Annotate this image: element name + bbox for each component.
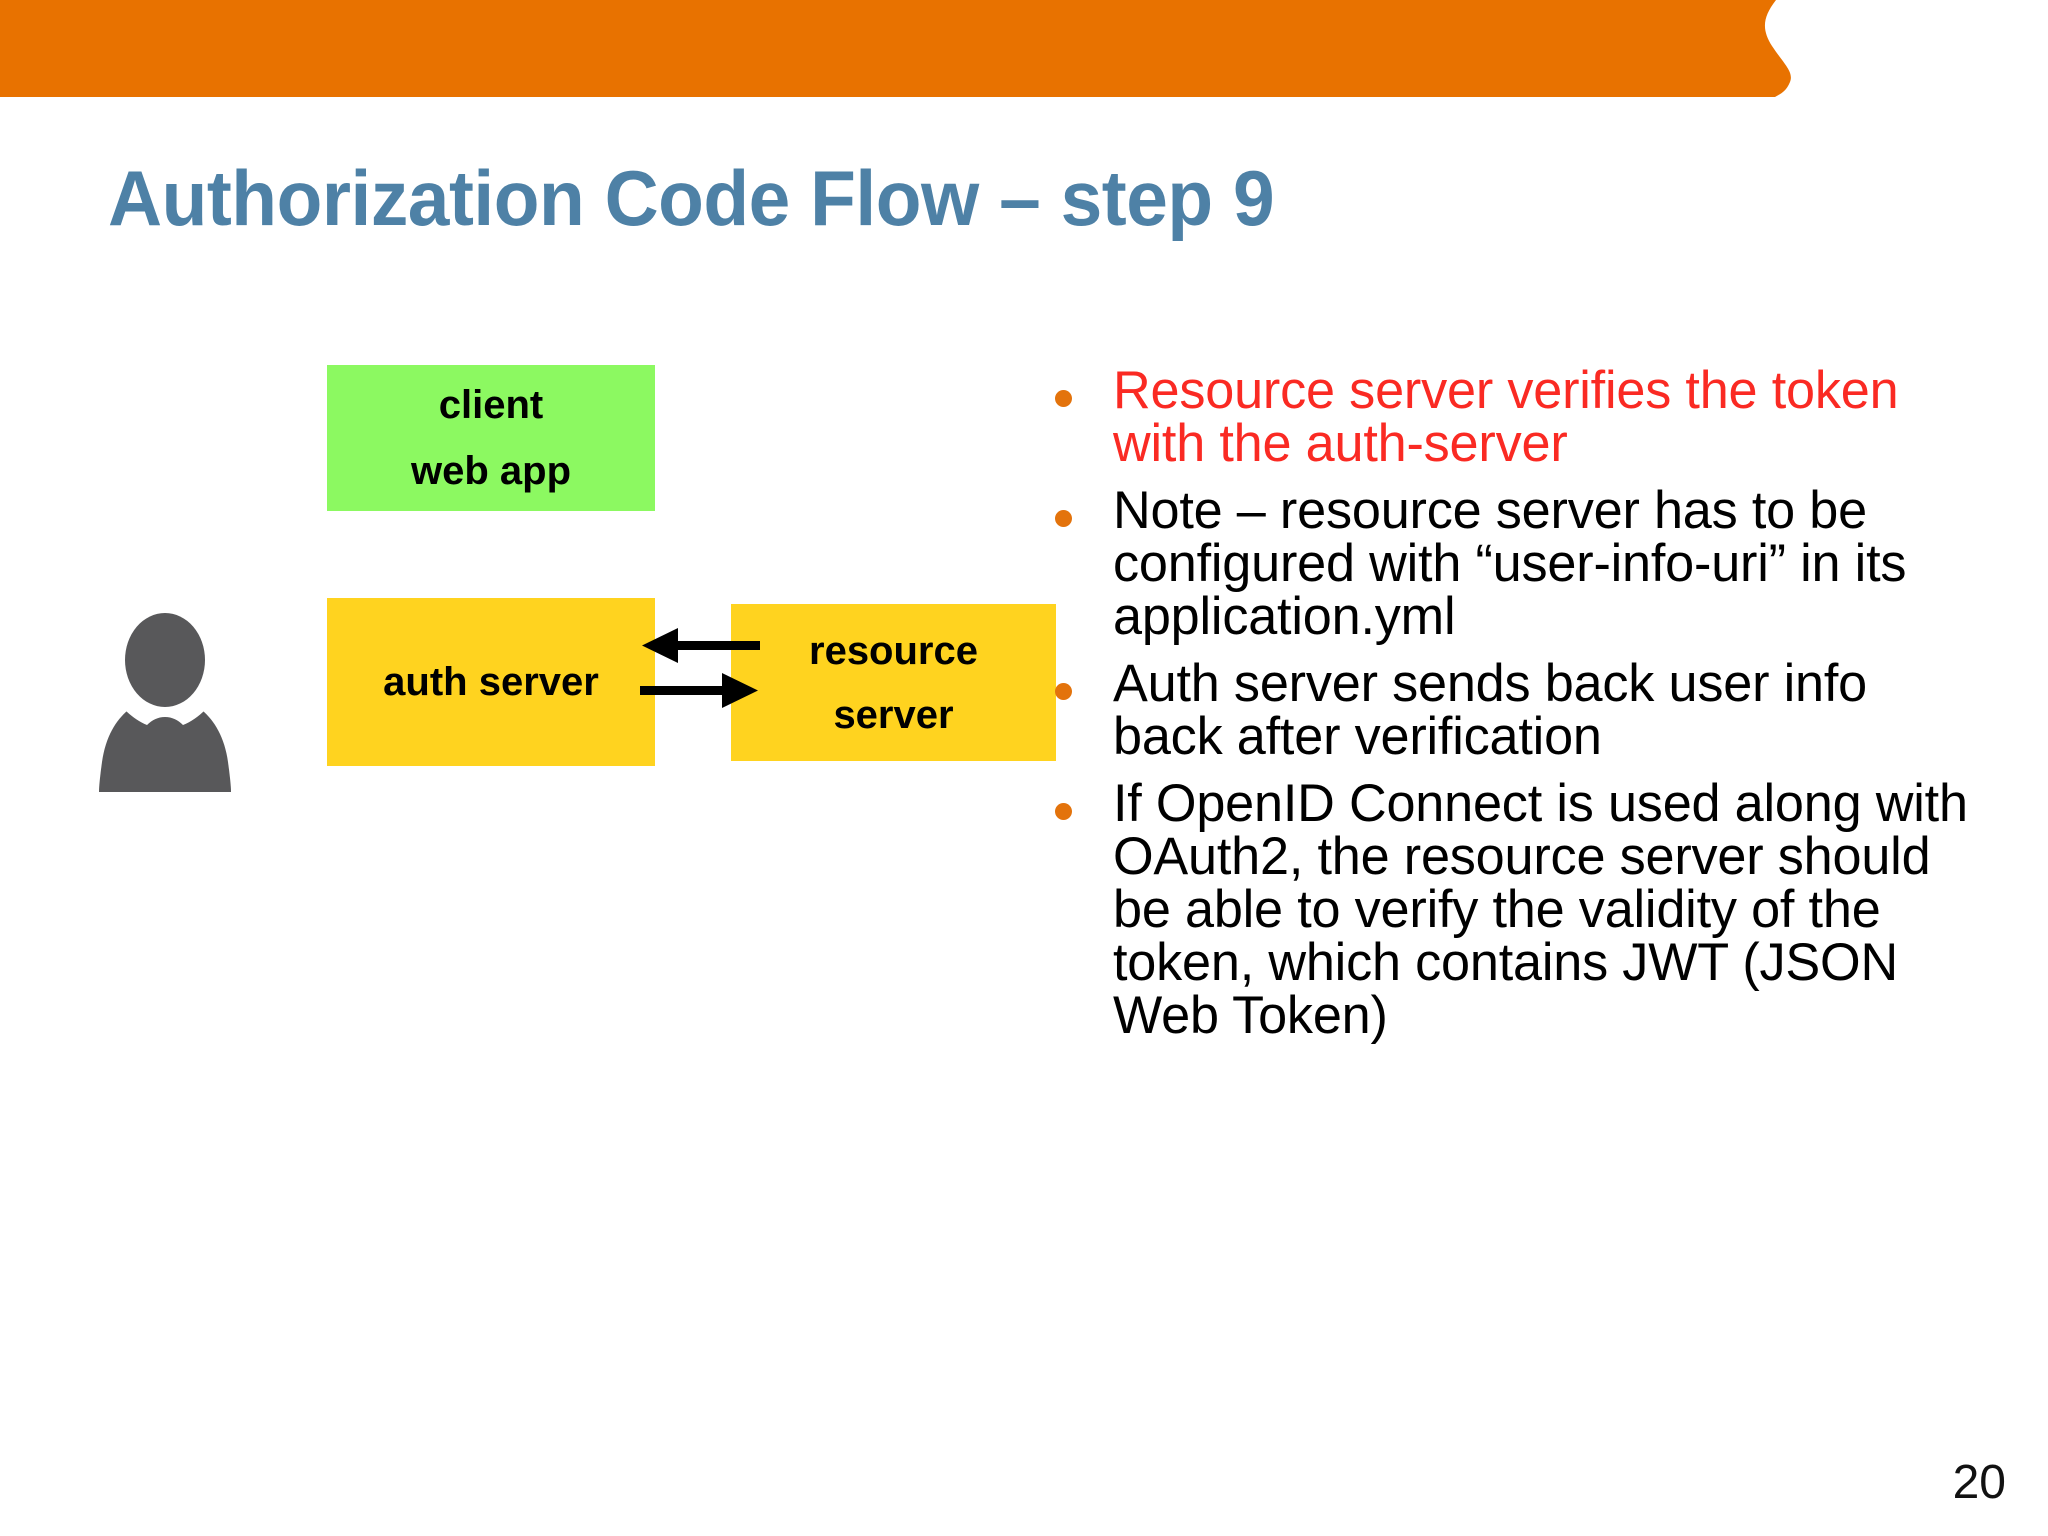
bullet-text: If OpenID Connect is used along with OAu…: [1113, 774, 1968, 1045]
resource-box-line-2: server: [833, 692, 954, 737]
oauth-flow-diagram: client web app auth server resource serv…: [0, 0, 1080, 900]
banner-shape: [0, 0, 1791, 97]
bullet-list: Resource server verifies the token with …: [1055, 364, 1985, 1056]
slide-header-banner: [0, 0, 2048, 110]
list-item: Auth server sends back user info back af…: [1055, 657, 1985, 763]
bullet-dot-icon: [1055, 683, 1072, 700]
list-item: Note – resource server has to be configu…: [1055, 484, 1985, 643]
resource-server-box: resource server: [731, 604, 1056, 761]
bullet-dot-icon: [1055, 510, 1072, 527]
list-item: If OpenID Connect is used along with OAu…: [1055, 777, 1985, 1042]
auth-server-label: auth server: [383, 660, 599, 704]
bullet-text: Resource server verifies the token with …: [1113, 361, 1899, 473]
user-person-icon: [99, 613, 231, 792]
client-box-line-2: web app: [410, 449, 572, 493]
page-number: 20: [1952, 1456, 2006, 1509]
list-item: Resource server verifies the token with …: [1055, 364, 1985, 470]
resource-box-line-1: resource: [809, 628, 978, 673]
resource-to-auth-arrow: [642, 628, 760, 663]
bullet-text: Note – resource server has to be configu…: [1113, 481, 1907, 646]
auth-server-box: auth server: [327, 598, 655, 766]
page-title: Authorization Code Flow – step 9: [108, 154, 1275, 242]
bullet-dot-icon: [1055, 390, 1072, 407]
bullet-dot-icon: [1055, 803, 1072, 820]
bullet-text: Auth server sends back user info back af…: [1113, 654, 1867, 766]
auth-to-resource-arrow: [640, 673, 758, 708]
client-box-line-1: client: [438, 383, 544, 427]
arrow-group: [640, 628, 760, 708]
client-web-app-box: client web app: [327, 365, 655, 511]
